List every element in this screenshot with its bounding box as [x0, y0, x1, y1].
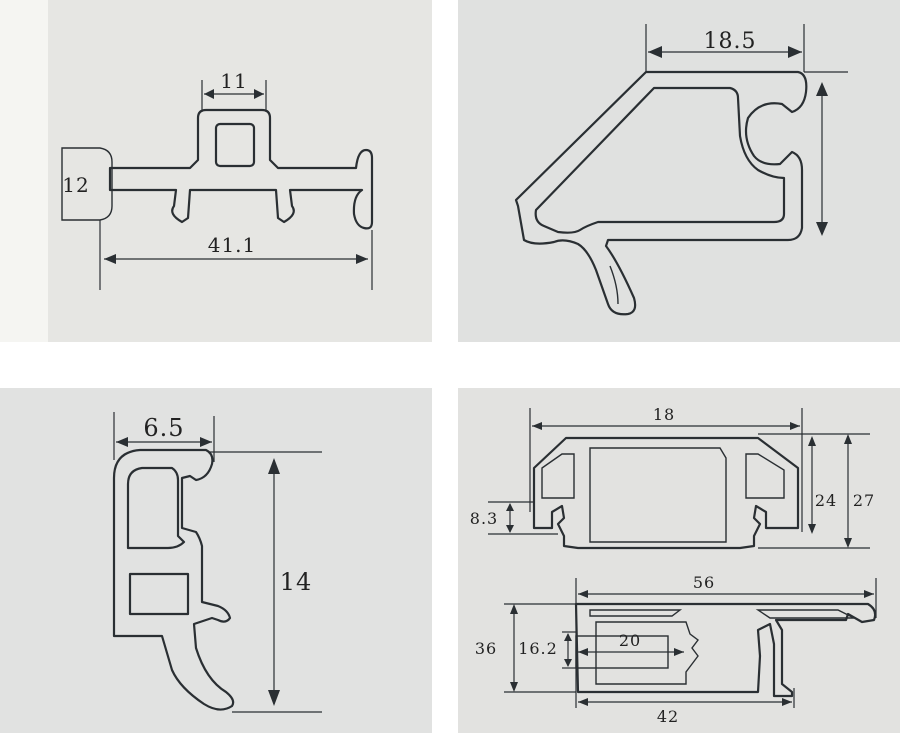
profile-hook-detail [609, 265, 619, 305]
dimension-label-width: 18.5 [704, 29, 757, 54]
profile-panel-top-left: 11 41.1 12 [0, 0, 432, 342]
profile-drawing-1: 11 41.1 12 [0, 0, 374, 342]
dimension-label-width-lower: 56 [693, 573, 715, 592]
dimension-label-h-mid: 24 [815, 491, 837, 510]
profile-panel-bottom-left: 6.5 14 [0, 388, 432, 733]
dimension-label-width: 6.5 [143, 414, 184, 442]
dimension-label-height: 14 [280, 568, 313, 596]
profile-hollow [214, 122, 256, 168]
profile-outline-1 [108, 108, 374, 230]
arrowheads [808, 436, 816, 534]
dimension-label-w-bottom: 42 [657, 707, 679, 726]
profile-inner-slot-top [589, 609, 683, 617]
profile-outline-3 [112, 448, 235, 711]
profile-outline-2 [514, 70, 808, 316]
profile-inner-chamber [595, 621, 699, 685]
profile-inner-left [541, 453, 575, 499]
profile-inner-right [745, 453, 785, 499]
profile-inner-chamber [534, 86, 786, 234]
dimension-label-h-left: 8.3 [470, 509, 498, 528]
profile-drawing-2: 18.5 [514, 24, 848, 316]
arrowheads [506, 503, 514, 533]
dimension-label-width-total: 41.1 [208, 233, 257, 257]
arrowheads [510, 604, 518, 692]
profile-outline-4a [532, 436, 800, 550]
profile-panel-top-right: 18.5 [458, 0, 900, 342]
dimension-label-h-total: 36 [475, 639, 497, 658]
dimension-label-h-right: 27 [853, 491, 875, 510]
profile-drawing-3: 6.5 14 [112, 412, 322, 713]
dimension-label-height: 12 [62, 173, 89, 197]
dimension-label-width-top: 11 [220, 69, 247, 93]
profile-hollow [128, 572, 190, 616]
profile-inner-slot [126, 466, 186, 550]
profile-outline-4b [574, 602, 877, 698]
dimension-label-width-upper: 18 [653, 405, 675, 424]
profile-inner-slot-top-right [755, 609, 855, 619]
profile-drawing-4: 18 8.3 24 27 56 36 [470, 405, 877, 726]
profile-inner-main [589, 447, 727, 543]
profile-panel-bottom-right: 18 8.3 24 27 56 36 [458, 388, 900, 733]
dimension-label-w-inner: 20 [619, 631, 641, 650]
dimension-label-h-inner: 16.2 [518, 639, 558, 658]
paper-edge [0, 0, 48, 342]
arrowheads [564, 633, 572, 667]
profile-clamp [61, 147, 113, 221]
arrowheads [116, 437, 212, 447]
